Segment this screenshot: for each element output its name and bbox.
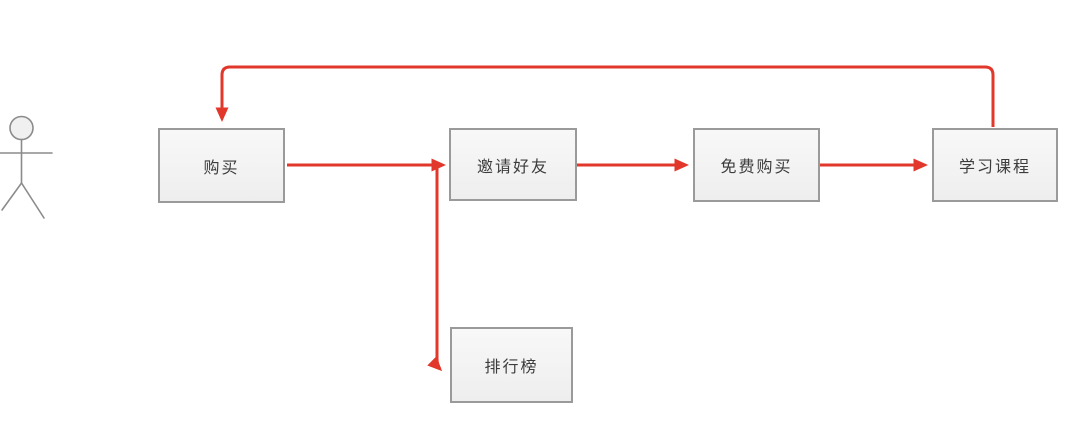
node-leaderboard: 排行榜 — [450, 327, 573, 403]
node-invite-label: 邀请好友 — [476, 158, 549, 176]
node-invite: 邀请好友 — [449, 128, 577, 201]
node-free-buy: 免费购买 — [693, 128, 820, 202]
edge-buy-to-leaderboard — [427, 167, 443, 372]
node-free-buy-label: 免费购买 — [720, 159, 793, 176]
node-learn-label: 学习课程 — [958, 159, 1031, 176]
user-stick-figure-icon — [0, 115, 53, 219]
node-leaderboard-label: 排行榜 — [484, 359, 539, 376]
edge-learn-to-buy — [215, 65, 995, 127]
actor-legs — [1, 181, 45, 219]
node-buy: 购买 — [158, 128, 285, 203]
actor-head — [9, 115, 34, 141]
node-buy-label: 购买 — [203, 159, 240, 177]
node-learn: 学习课程 — [932, 128, 1058, 202]
